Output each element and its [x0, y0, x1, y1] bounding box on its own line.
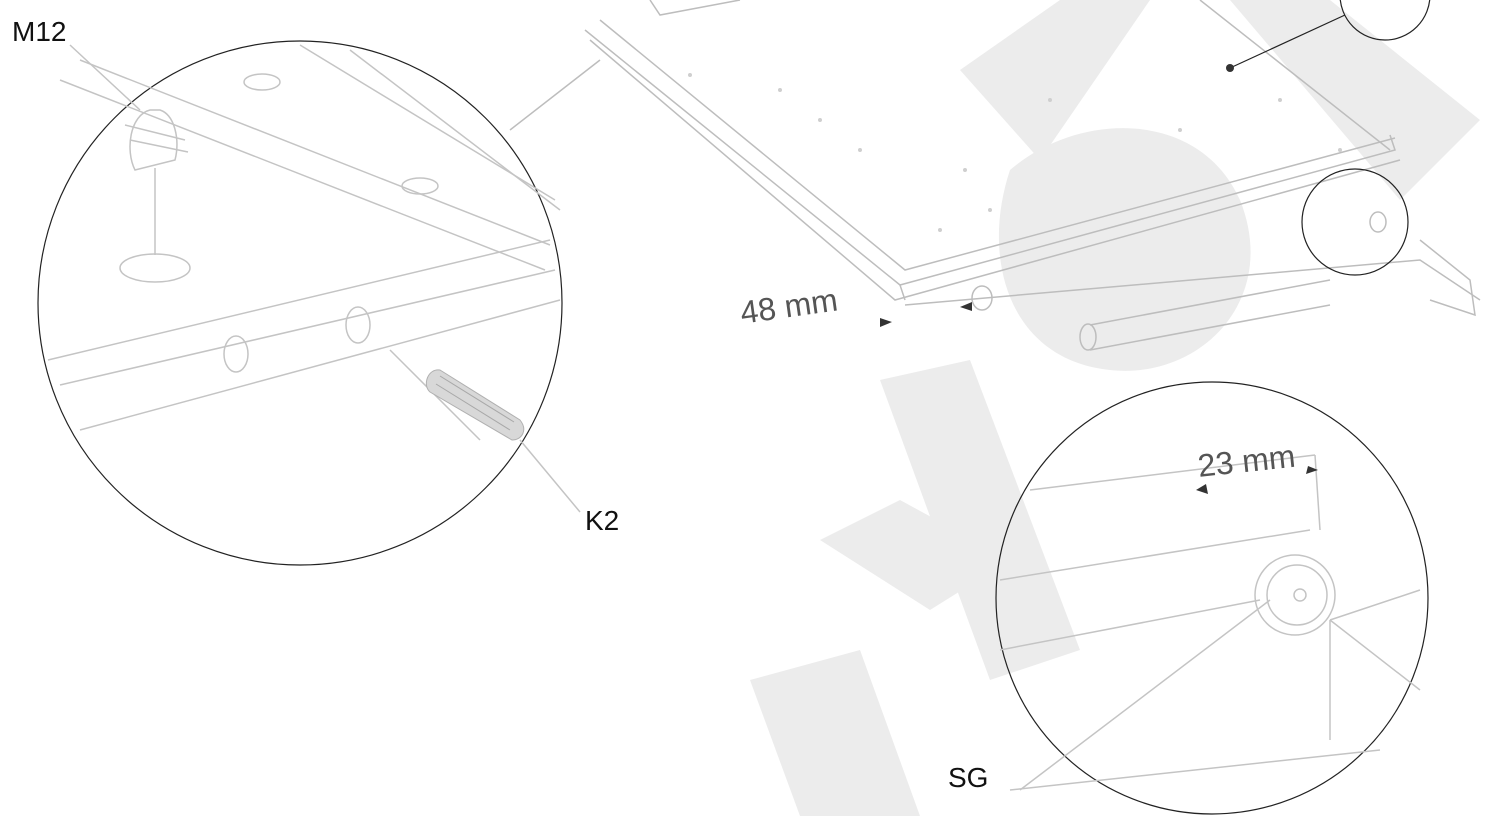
watermark-logo — [750, 0, 1480, 816]
detail-circle-left — [37, 40, 581, 566]
detail-circle-small — [1301, 168, 1409, 276]
dowel-hole-48 — [971, 285, 993, 311]
part-label-sg: SG — [948, 762, 989, 793]
main-panel — [509, 0, 1481, 351]
part-label-k2: K2 — [585, 505, 620, 536]
dimension-arrows-23 — [1196, 466, 1318, 494]
panel-holes — [688, 73, 1342, 232]
callout-dot — [1226, 64, 1234, 72]
part-label-m12: M12 — [12, 16, 67, 47]
k2-dowel — [425, 369, 525, 441]
detail-circle-right — [995, 381, 1429, 815]
dimension-arrows-48 — [880, 302, 972, 327]
callout-top-right — [1229, 0, 1431, 69]
